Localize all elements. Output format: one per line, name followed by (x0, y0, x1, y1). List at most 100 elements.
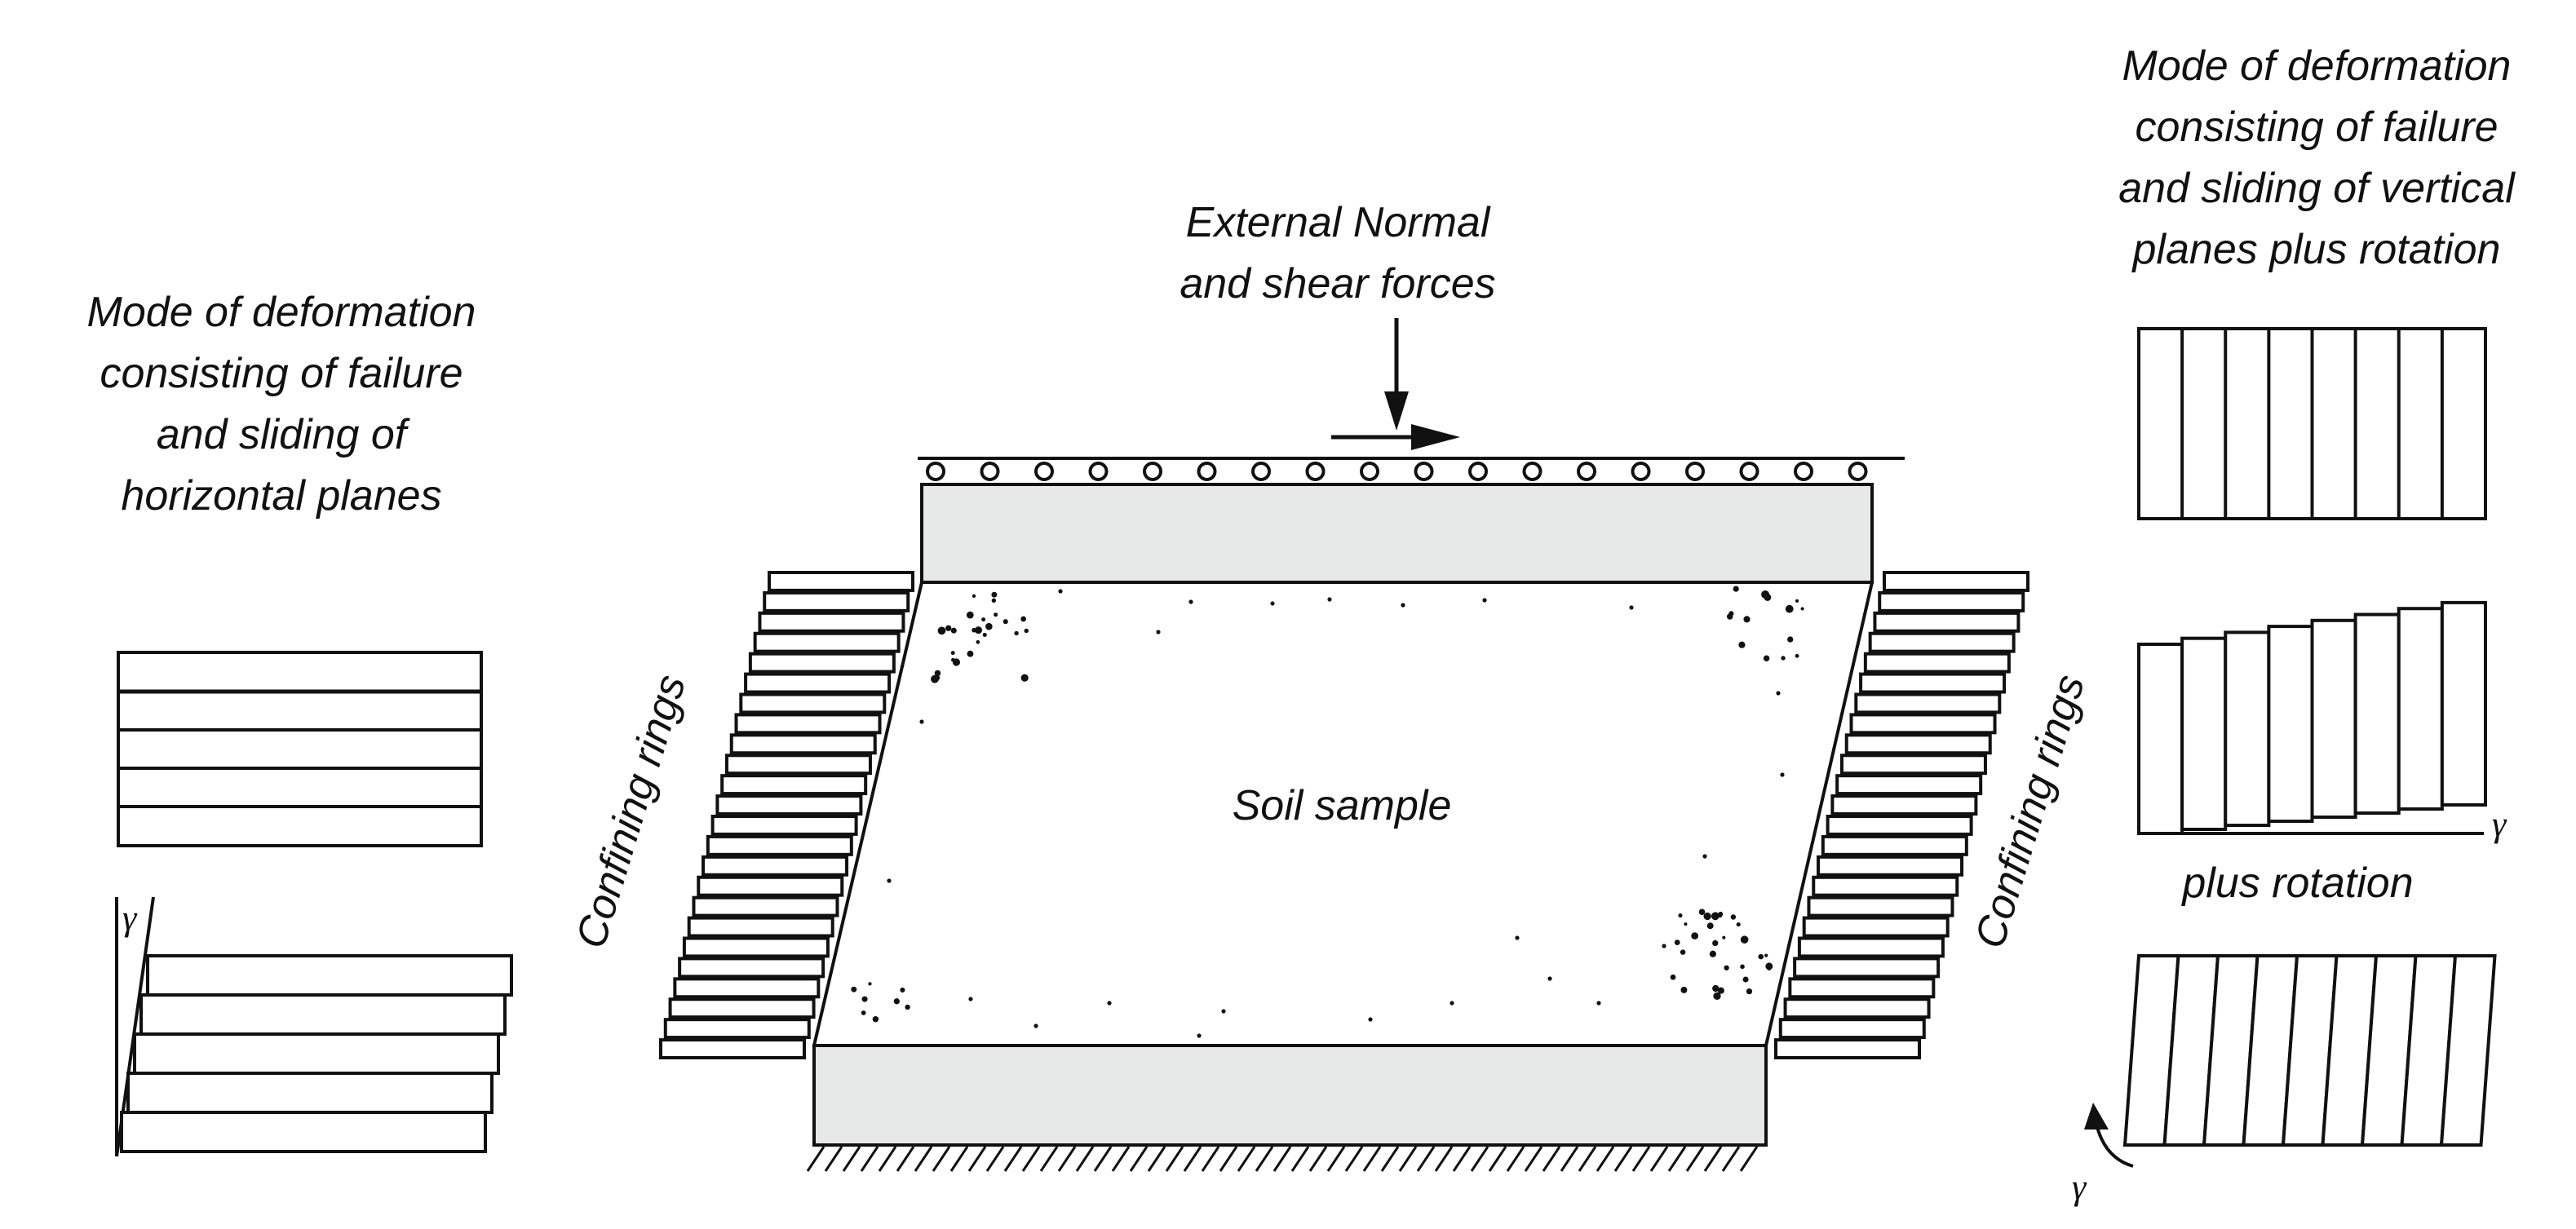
soil-particle (945, 625, 952, 631)
soil-particle (872, 1016, 879, 1023)
hatch-mark (1416, 1146, 1436, 1172)
right-mode-line-3: and sliding of vertical (2118, 165, 2516, 212)
sheared-plane (120, 1111, 487, 1153)
hatch-mark (1613, 1146, 1633, 1172)
hatch-mark (985, 1146, 1005, 1172)
soil-particle (1450, 1001, 1454, 1006)
confining-ring (758, 611, 905, 633)
roller (926, 462, 945, 481)
confining-ring (1844, 733, 1992, 755)
confining-ring (1839, 754, 1987, 776)
soil-particle (1712, 939, 1719, 947)
hatch-mark (1470, 1146, 1489, 1172)
hatch-mark (1667, 1146, 1687, 1172)
soil-particle (1712, 984, 1720, 992)
sheared-vertical-plane (2224, 630, 2271, 828)
horizontal-planes-outline (117, 651, 483, 847)
confining-ring (729, 733, 877, 755)
roller (1522, 462, 1543, 481)
confining-ring (673, 977, 821, 999)
soil-particle (1024, 628, 1029, 634)
soil-particle (994, 612, 998, 617)
soil-particle (1738, 641, 1746, 648)
soil-particle (1678, 913, 1683, 918)
confining-ring (702, 855, 849, 877)
soil-particle (1709, 950, 1716, 957)
soil-particle (1596, 1001, 1601, 1006)
soil-particle (976, 639, 980, 644)
soil-particle (1662, 944, 1666, 948)
hatch-mark (1075, 1146, 1095, 1172)
soil-particle (950, 651, 955, 656)
soil-particle (1724, 965, 1729, 970)
hatch-mark (1434, 1146, 1454, 1172)
rotation-arrow-head (2084, 1103, 2109, 1130)
soil-particle (1764, 594, 1772, 601)
roller (1360, 462, 1379, 481)
roller (1143, 462, 1162, 481)
confining-ring (734, 713, 882, 735)
left-mode-line-1: Mode of deformation (87, 289, 476, 336)
soil-particle (1197, 1033, 1202, 1038)
roller (1794, 462, 1813, 481)
hatch-mark (842, 1146, 861, 1172)
soil-particle (1684, 922, 1688, 926)
soil-particle (1787, 636, 1794, 643)
hatch-mark (1452, 1146, 1472, 1172)
soil-particle (1706, 922, 1714, 930)
hatch-mark (896, 1146, 915, 1172)
soil-particle (1674, 939, 1680, 945)
hatch-mark (1003, 1146, 1023, 1172)
soil-particle (1680, 949, 1686, 955)
soil-particle (861, 996, 868, 1002)
roller (1848, 462, 1868, 481)
soil-particle (1680, 986, 1688, 993)
roller-bearings (926, 462, 1868, 481)
hatch-mark (806, 1146, 825, 1172)
confining-rings-label-left: Confining rings (567, 670, 695, 954)
gamma-symbol-right: γ (2492, 804, 2507, 844)
soil-particle (1767, 966, 1772, 970)
soil-particle (952, 658, 961, 666)
normal-force-head (1384, 391, 1409, 431)
soil-particle (1726, 613, 1733, 620)
soil-particle (1763, 655, 1770, 661)
soil-particle (1730, 914, 1737, 920)
confining-ring (1817, 855, 1964, 877)
soil-particle (1629, 605, 1634, 610)
soil-particle (966, 611, 974, 619)
confining-ring (697, 875, 844, 897)
soil-particle (1702, 854, 1707, 859)
confining-ring (1883, 571, 2029, 592)
soil-particle (868, 982, 872, 986)
hatch-mark (1560, 1146, 1579, 1172)
hatch-mark (914, 1146, 933, 1172)
soil-particle (950, 627, 957, 634)
soil-particle (1742, 976, 1749, 983)
confining-ring (1788, 977, 1936, 999)
confining-ring (768, 571, 914, 592)
soil-particle (905, 1004, 910, 1010)
confining-ring (1859, 672, 2007, 694)
roller (1197, 462, 1217, 481)
hatch-mark (1362, 1146, 1382, 1172)
confining-ring (687, 916, 834, 938)
hatch-mark (1649, 1146, 1669, 1172)
sheared-plane (139, 993, 507, 1036)
soil-particle (1327, 597, 1332, 602)
soil-particle (1107, 1001, 1112, 1006)
soil-particle (937, 626, 946, 635)
plus-rotation-label: plus rotation (2180, 860, 2413, 907)
soil-particle (1547, 976, 1552, 981)
soil-particle (935, 675, 941, 680)
soil-particle (1482, 598, 1487, 603)
roller (1631, 462, 1651, 481)
soil-particle (1020, 674, 1029, 682)
confining-ring (724, 754, 872, 776)
right-mode-line-2: consisting of failure (2135, 104, 2498, 151)
hatch-mark (1685, 1146, 1705, 1172)
confining-ring (710, 815, 858, 836)
roller (1468, 462, 1488, 481)
confining-ring (1774, 1038, 1921, 1060)
